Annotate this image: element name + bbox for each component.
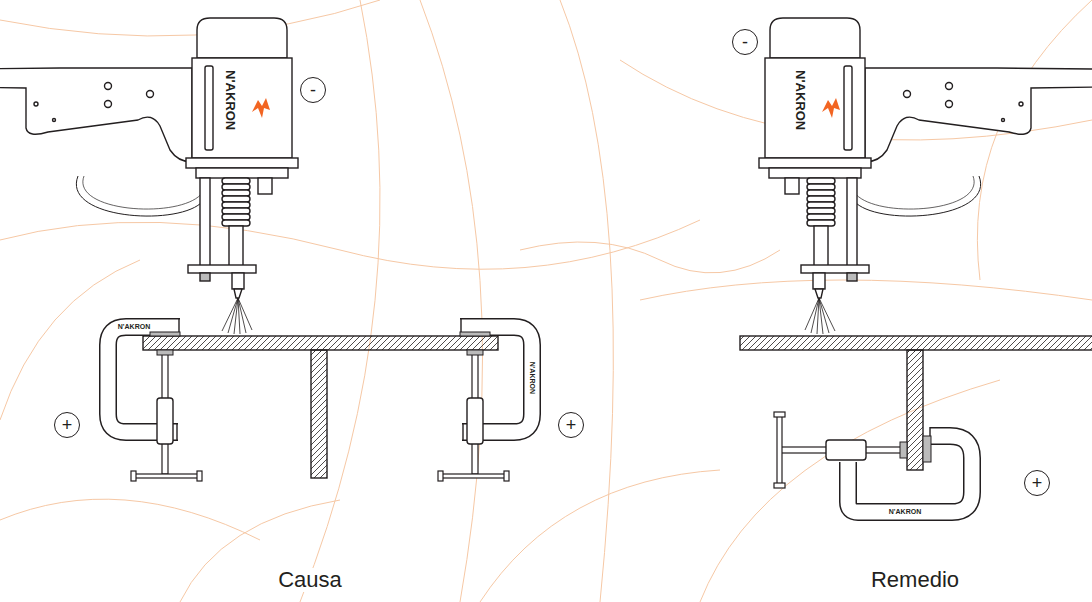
- brand-name: N'AKRON: [116, 323, 152, 331]
- c-clamp: [774, 412, 972, 512]
- polarity-circle: -: [732, 29, 758, 55]
- t-beam: [740, 336, 1092, 470]
- brand-logo: [822, 98, 840, 118]
- brand-name: N'AKRON: [887, 508, 923, 516]
- stud-welding-gun: [0, 18, 298, 334]
- panel-caption: Causa: [276, 568, 344, 592]
- polarity-sign: -: [310, 81, 316, 99]
- polarity-sign: +: [566, 416, 577, 434]
- panel-caption: Remedio: [869, 568, 961, 592]
- c-clamp: [108, 318, 202, 481]
- brand-name: N'AKRON: [223, 68, 237, 132]
- polarity-sign: +: [62, 416, 73, 434]
- c-clamp: [438, 318, 532, 481]
- brand-name: N'AKRON: [528, 360, 536, 396]
- stud-welding-gun: [759, 18, 1092, 334]
- polarity-sign: -: [742, 33, 748, 51]
- brand-logo: [252, 98, 270, 118]
- polarity-circle: +: [1024, 470, 1050, 496]
- t-beam: [143, 336, 498, 478]
- polarity-circle: +: [54, 412, 80, 438]
- polarity-circle: -: [300, 77, 326, 103]
- polarity-sign: +: [1032, 474, 1043, 492]
- brand-name: N'AKRON: [793, 68, 807, 132]
- polarity-circle: +: [558, 412, 584, 438]
